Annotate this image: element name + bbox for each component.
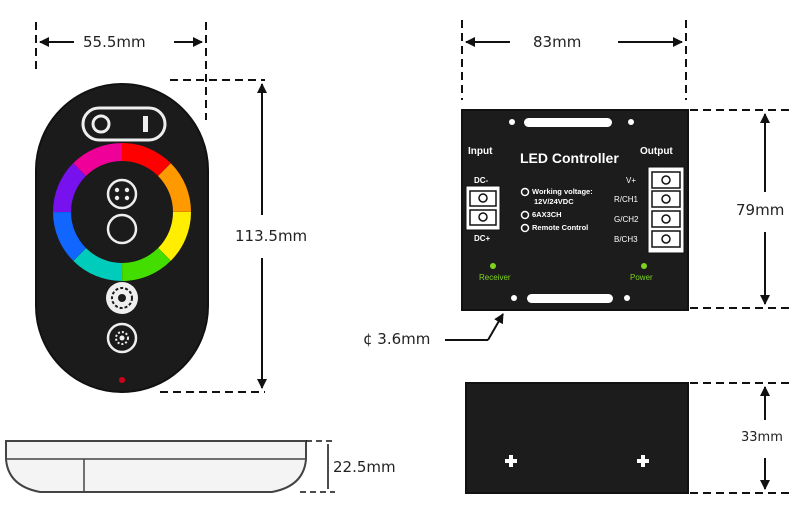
color-wheel — [52, 143, 191, 281]
led-controller-top-view — [461, 109, 689, 311]
input-label: Input — [468, 146, 493, 157]
spec-remote: Remote Control — [532, 223, 589, 232]
remote-width-label: 55.5mm — [80, 33, 149, 51]
output-g-label: G/CH2 — [614, 215, 639, 224]
output-r-label: R/CH1 — [614, 195, 639, 204]
receiver-label: Receiver — [479, 273, 511, 282]
remote-thickness-label: 22.5mm — [333, 458, 396, 476]
power-led — [641, 263, 647, 269]
brightness-down-button — [106, 322, 138, 354]
remote-side-view — [5, 440, 307, 493]
remote-top-view — [35, 83, 209, 393]
brightness-up-button — [106, 282, 138, 314]
remote-led — [119, 377, 125, 383]
controller-thickness-label: 33mm — [738, 430, 786, 445]
spec-current: 6AX3CH — [532, 210, 562, 219]
remote-dimension-lines — [35, 22, 267, 393]
output-b-label: B/CH3 — [614, 235, 638, 244]
remote-height-label: 113.5mm — [232, 227, 311, 245]
output-label: Output — [640, 146, 673, 157]
receiver-led — [490, 263, 496, 269]
hole-diameter-label: ¢ 3.6mm — [363, 330, 431, 348]
dc-plus-label: DC+ — [474, 234, 491, 243]
dc-minus-label: DC- — [474, 176, 489, 185]
controller-side-dimension-lines — [690, 382, 790, 494]
remote-side-dimension-lines — [300, 440, 335, 493]
controller-height-label: 79mm — [733, 201, 788, 219]
output-v-label: V+ — [626, 176, 637, 185]
controller-title: LED Controller — [520, 150, 619, 166]
controller-side-view — [465, 382, 689, 494]
spec-voltage-line1: Working voltage: — [532, 187, 593, 196]
controller-width-label: 83mm — [530, 33, 585, 51]
hole-pointer — [445, 313, 504, 341]
controller-dimension-lines — [461, 20, 790, 309]
white-button — [106, 213, 138, 245]
spec-voltage-line2: 12V/24VDC — [534, 197, 574, 206]
mode-button — [106, 178, 138, 210]
power-label: Power — [630, 273, 653, 282]
power-switch-button — [81, 106, 167, 142]
